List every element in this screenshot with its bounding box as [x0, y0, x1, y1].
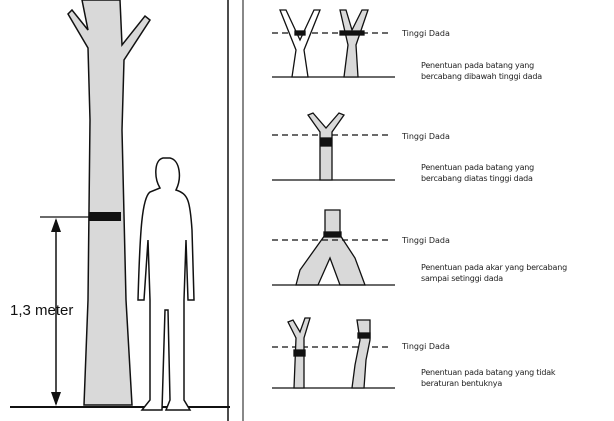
case-2-figure — [272, 112, 395, 181]
case-3-figure — [272, 209, 395, 286]
tree-trunk — [67, 0, 151, 406]
case-3-marker-label: Tinggi Dada — [402, 236, 450, 245]
case-1-marker-label: Tinggi Dada — [402, 29, 450, 38]
human-silhouette — [137, 157, 195, 411]
case-1-figure — [272, 9, 395, 78]
case-4-marker-label: Tinggi Dada — [402, 342, 450, 351]
height-label: 1,3 meter — [10, 302, 74, 319]
case-2-marker-label: Tinggi Dada — [402, 132, 450, 141]
dbh-band — [89, 212, 121, 221]
case-4-figure — [272, 317, 395, 389]
